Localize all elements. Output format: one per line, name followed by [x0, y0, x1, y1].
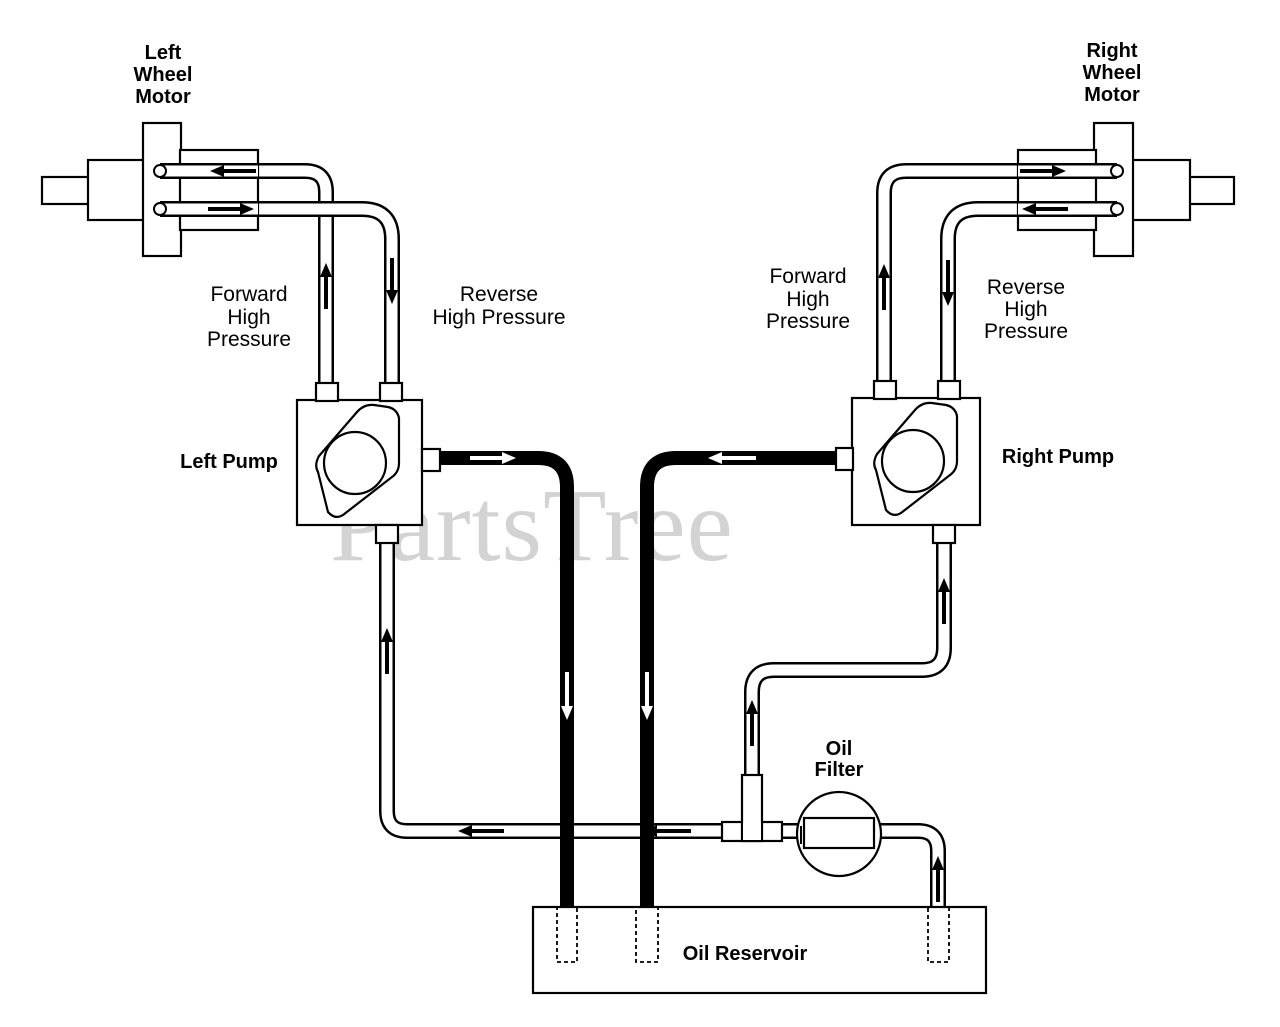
- svg-text:Pressure: Pressure: [984, 320, 1068, 343]
- svg-text:Right: Right: [1086, 40, 1137, 62]
- svg-text:Forward: Forward: [210, 283, 287, 306]
- svg-text:Left: Left: [145, 42, 182, 64]
- arrow-left-icon: [458, 825, 504, 837]
- arrow-up-icon: [381, 628, 393, 674]
- label-left-pump: Left Pump: [180, 451, 278, 473]
- label-right-forward-high-pressure: Forward High Pressure: [766, 265, 850, 333]
- label-left-forward-high-pressure: Forward High Pressure: [207, 283, 291, 351]
- left-wheel-motor: [40, 121, 260, 258]
- tee-fitting: [720, 773, 784, 843]
- svg-text:Pressure: Pressure: [766, 310, 850, 333]
- arrow-left-icon: [210, 165, 256, 177]
- tubes: [160, 163, 1117, 910]
- svg-text:Wheel: Wheel: [1083, 62, 1142, 84]
- svg-text:Reverse: Reverse: [460, 283, 538, 306]
- oil-filter: [795, 790, 883, 878]
- svg-text:High: High: [786, 288, 829, 311]
- svg-text:Motor: Motor: [135, 86, 191, 108]
- left-pump: [295, 381, 442, 545]
- label-right-wheel-motor: Right Wheel Motor: [1083, 40, 1142, 106]
- svg-text:Motor: Motor: [1084, 84, 1140, 106]
- right-pump-return-line: [640, 451, 838, 910]
- label-right-reverse-high-pressure: Reverse High Pressure: [984, 276, 1068, 343]
- svg-text:Forward: Forward: [769, 265, 846, 288]
- right-pump: [834, 379, 982, 545]
- svg-text:Filter: Filter: [815, 759, 864, 781]
- arrow-up-icon: [938, 578, 950, 624]
- arrow-up-icon: [932, 856, 944, 902]
- return-arrows: [470, 452, 756, 720]
- arrow-left-icon: [643, 825, 691, 837]
- arrow-down-icon: [561, 672, 573, 720]
- arrow-left-icon: [708, 452, 756, 464]
- left-pump-return-line: [440, 451, 574, 910]
- svg-text:High Pressure: High Pressure: [432, 306, 565, 329]
- svg-text:High: High: [227, 306, 270, 329]
- arrow-up-icon: [320, 263, 332, 309]
- arrow-left-icon: [1022, 203, 1068, 215]
- arrow-up-icon: [878, 264, 890, 310]
- label-right-pump: Right Pump: [1002, 446, 1114, 468]
- svg-text:Pressure: Pressure: [207, 328, 291, 351]
- arrow-down-icon: [641, 672, 653, 720]
- svg-text:Reverse: Reverse: [987, 276, 1065, 299]
- arrow-right-icon: [1020, 165, 1066, 177]
- svg-text:Wheel: Wheel: [134, 64, 193, 86]
- flow-arrows: [208, 165, 1068, 902]
- arrow-down-icon: [386, 258, 398, 304]
- svg-text:Oil: Oil: [826, 738, 853, 760]
- right-wheel-motor: [1016, 121, 1236, 258]
- svg-text:High: High: [1004, 298, 1047, 321]
- label-oil-reservoir: Oil Reservoir: [683, 943, 808, 965]
- label-left-wheel-motor: Left Wheel Motor: [134, 42, 193, 108]
- arrow-right-icon: [470, 452, 516, 464]
- label-left-reverse-high-pressure: Reverse High Pressure: [432, 283, 565, 329]
- label-oil-filter: Oil Filter: [815, 738, 864, 781]
- arrow-right-icon: [208, 203, 254, 215]
- arrow-down-icon: [942, 260, 954, 306]
- arrow-up-icon: [746, 700, 758, 746]
- oil-reservoir: [531, 905, 988, 995]
